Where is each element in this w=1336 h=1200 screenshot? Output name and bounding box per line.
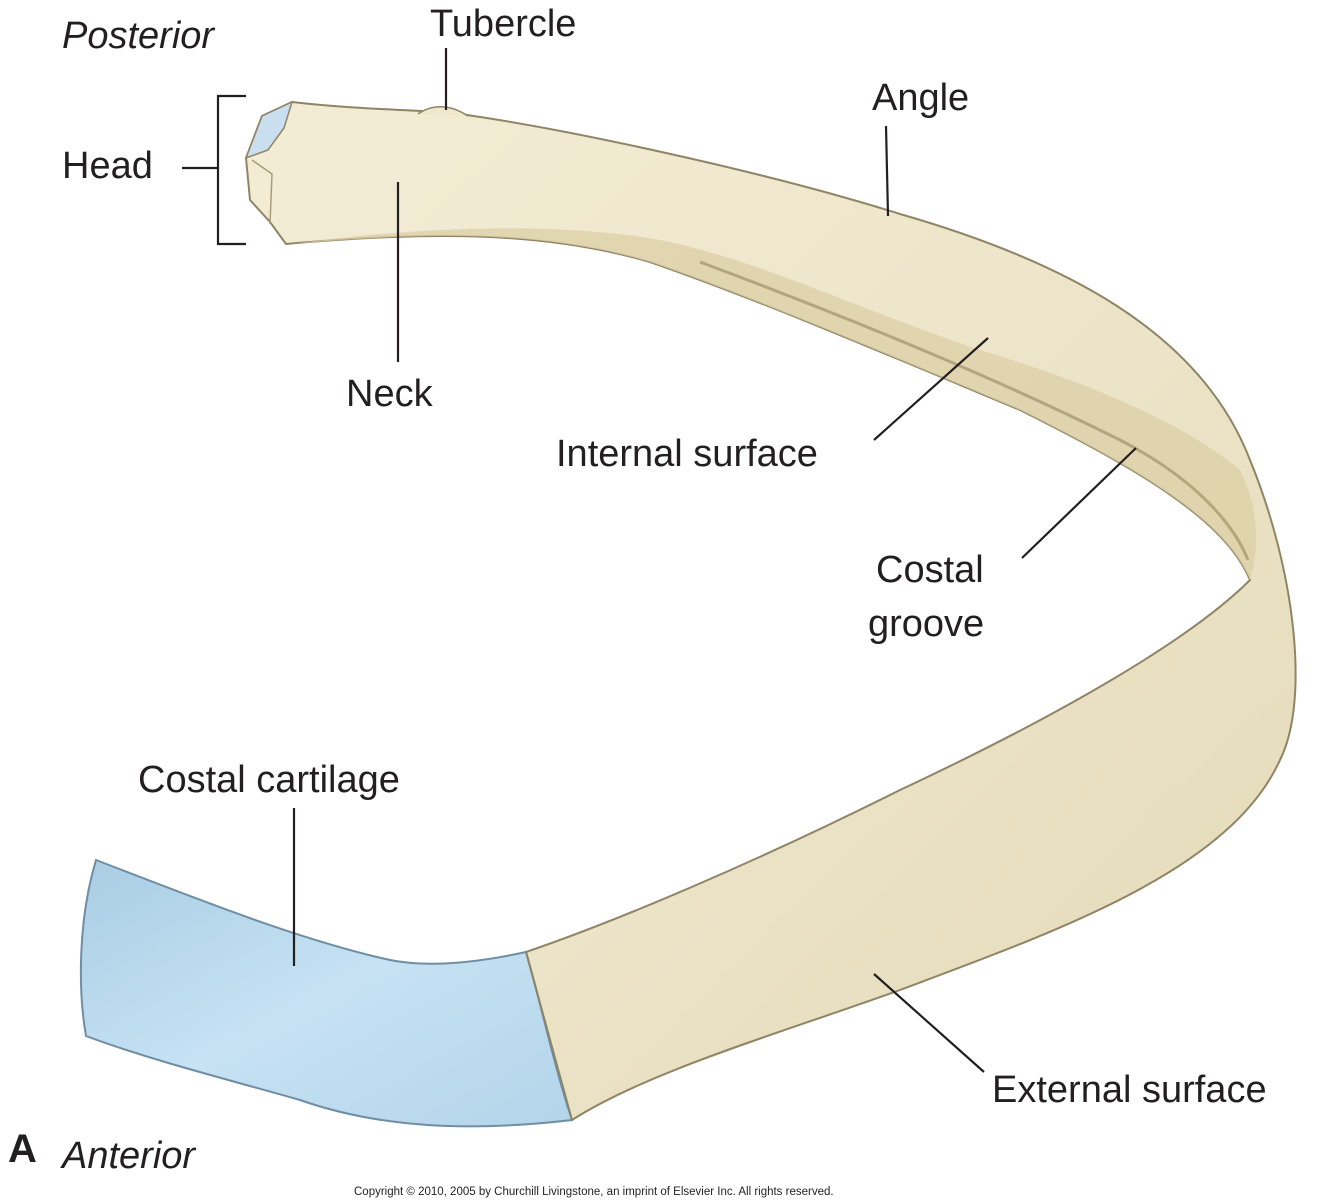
- head-bracket: [182, 94, 246, 246]
- external-surface-label: External surface: [992, 1069, 1267, 1111]
- internal-surface-shade: [292, 228, 1257, 580]
- costal-groove-leader: [1021, 447, 1137, 559]
- angle-label: Angle: [872, 77, 969, 119]
- posterior-label: Posterior: [62, 15, 215, 57]
- costal-cartilage-label: Costal cartilage: [138, 759, 400, 801]
- costal-groove-label-line1: Costal: [876, 549, 984, 591]
- neck-label: Neck: [346, 373, 434, 415]
- costal-groove-line: [699, 260, 1250, 561]
- internal-surface-leader: [873, 337, 989, 441]
- panel-letter: A: [8, 1127, 37, 1171]
- angle-leader: [884, 125, 890, 217]
- internal-surface-label: Internal surface: [556, 433, 818, 475]
- external-surface-leader: [873, 973, 985, 1073]
- anterior-label: Anterior: [60, 1135, 196, 1177]
- copyright-notice: Copyright © 2010, 2005 by Churchill Livi…: [354, 1186, 834, 1198]
- costal-groove-label-line2: groove: [868, 603, 984, 645]
- head-facet: [244, 100, 294, 160]
- costal-cartilage-shape: [79, 858, 574, 1128]
- tubercle-label: Tubercle: [430, 3, 576, 45]
- cartilage-bone-junction: [525, 951, 573, 1121]
- head-crest: [251, 159, 273, 225]
- tubercle-bump: [417, 106, 469, 117]
- head-label: Head: [62, 145, 153, 187]
